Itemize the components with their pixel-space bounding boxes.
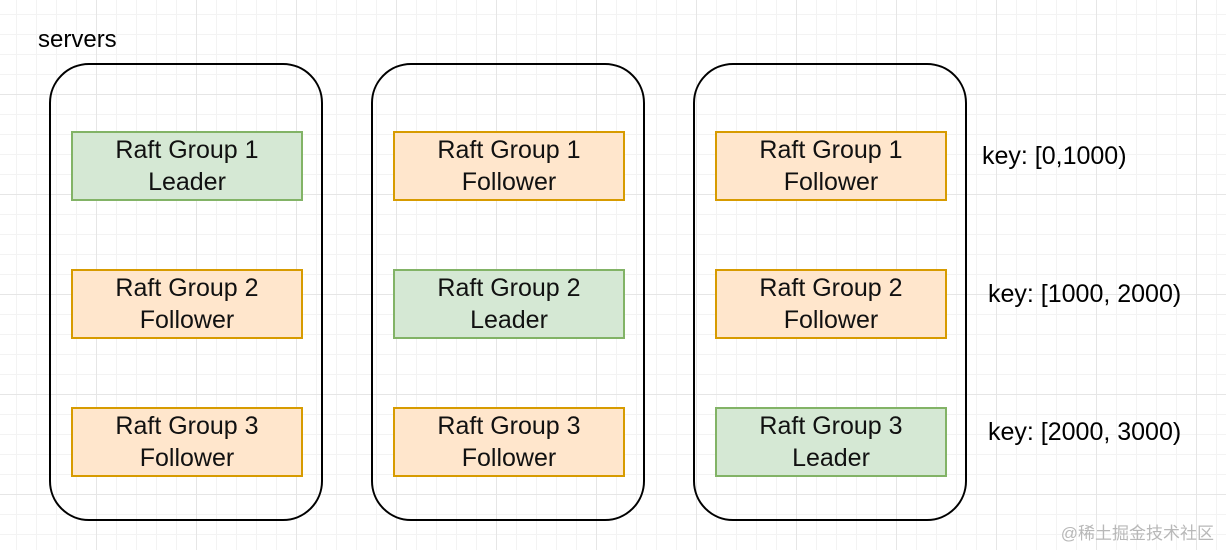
raft-group-node: Raft Group 2 Follower xyxy=(71,269,303,339)
raft-group-name: Raft Group 3 xyxy=(759,412,903,440)
raft-group-name: Raft Group 1 xyxy=(437,136,581,164)
key-range-label: key: [0,1000) xyxy=(982,142,1127,170)
raft-group-role: Follower xyxy=(139,306,235,334)
raft-group-role: Leader xyxy=(470,306,548,334)
raft-group-role: Follower xyxy=(461,444,557,472)
raft-group-role: Follower xyxy=(139,444,235,472)
raft-group-name: Raft Group 2 xyxy=(115,274,259,302)
raft-group-name: Raft Group 3 xyxy=(115,412,259,440)
raft-group-node: Raft Group 2 Follower xyxy=(715,269,947,339)
key-range-label: key: [2000, 3000) xyxy=(988,418,1182,446)
raft-group-node: Raft Group 3 Follower xyxy=(71,407,303,477)
server-box-3 xyxy=(693,63,967,521)
raft-group-name: Raft Group 2 xyxy=(759,274,903,302)
raft-group-name: Raft Group 3 xyxy=(437,412,581,440)
raft-group-node: Raft Group 1 Follower xyxy=(393,131,625,201)
raft-group-node: Raft Group 1 Follower xyxy=(715,131,947,201)
raft-group-name: Raft Group 2 xyxy=(437,274,581,302)
raft-group-role: Follower xyxy=(783,168,879,196)
raft-group-node: Raft Group 3 Follower xyxy=(393,407,625,477)
raft-group-role: Leader xyxy=(792,444,870,472)
raft-group-node: Raft Group 2 Leader xyxy=(393,269,625,339)
raft-group-node: Raft Group 1 Leader xyxy=(71,131,303,201)
raft-group-name: Raft Group 1 xyxy=(115,136,259,164)
key-range-label: key: [1000, 2000) xyxy=(988,280,1182,308)
diagram-title: servers xyxy=(38,26,117,53)
raft-group-role: Follower xyxy=(461,168,557,196)
raft-group-role: Leader xyxy=(148,168,226,196)
raft-group-node: Raft Group 3 Leader xyxy=(715,407,947,477)
server-box-2 xyxy=(371,63,645,521)
watermark: @稀土掘金技术社区 xyxy=(1060,524,1214,543)
raft-group-role: Follower xyxy=(783,306,879,334)
raft-group-name: Raft Group 1 xyxy=(759,136,903,164)
server-box-1 xyxy=(49,63,323,521)
